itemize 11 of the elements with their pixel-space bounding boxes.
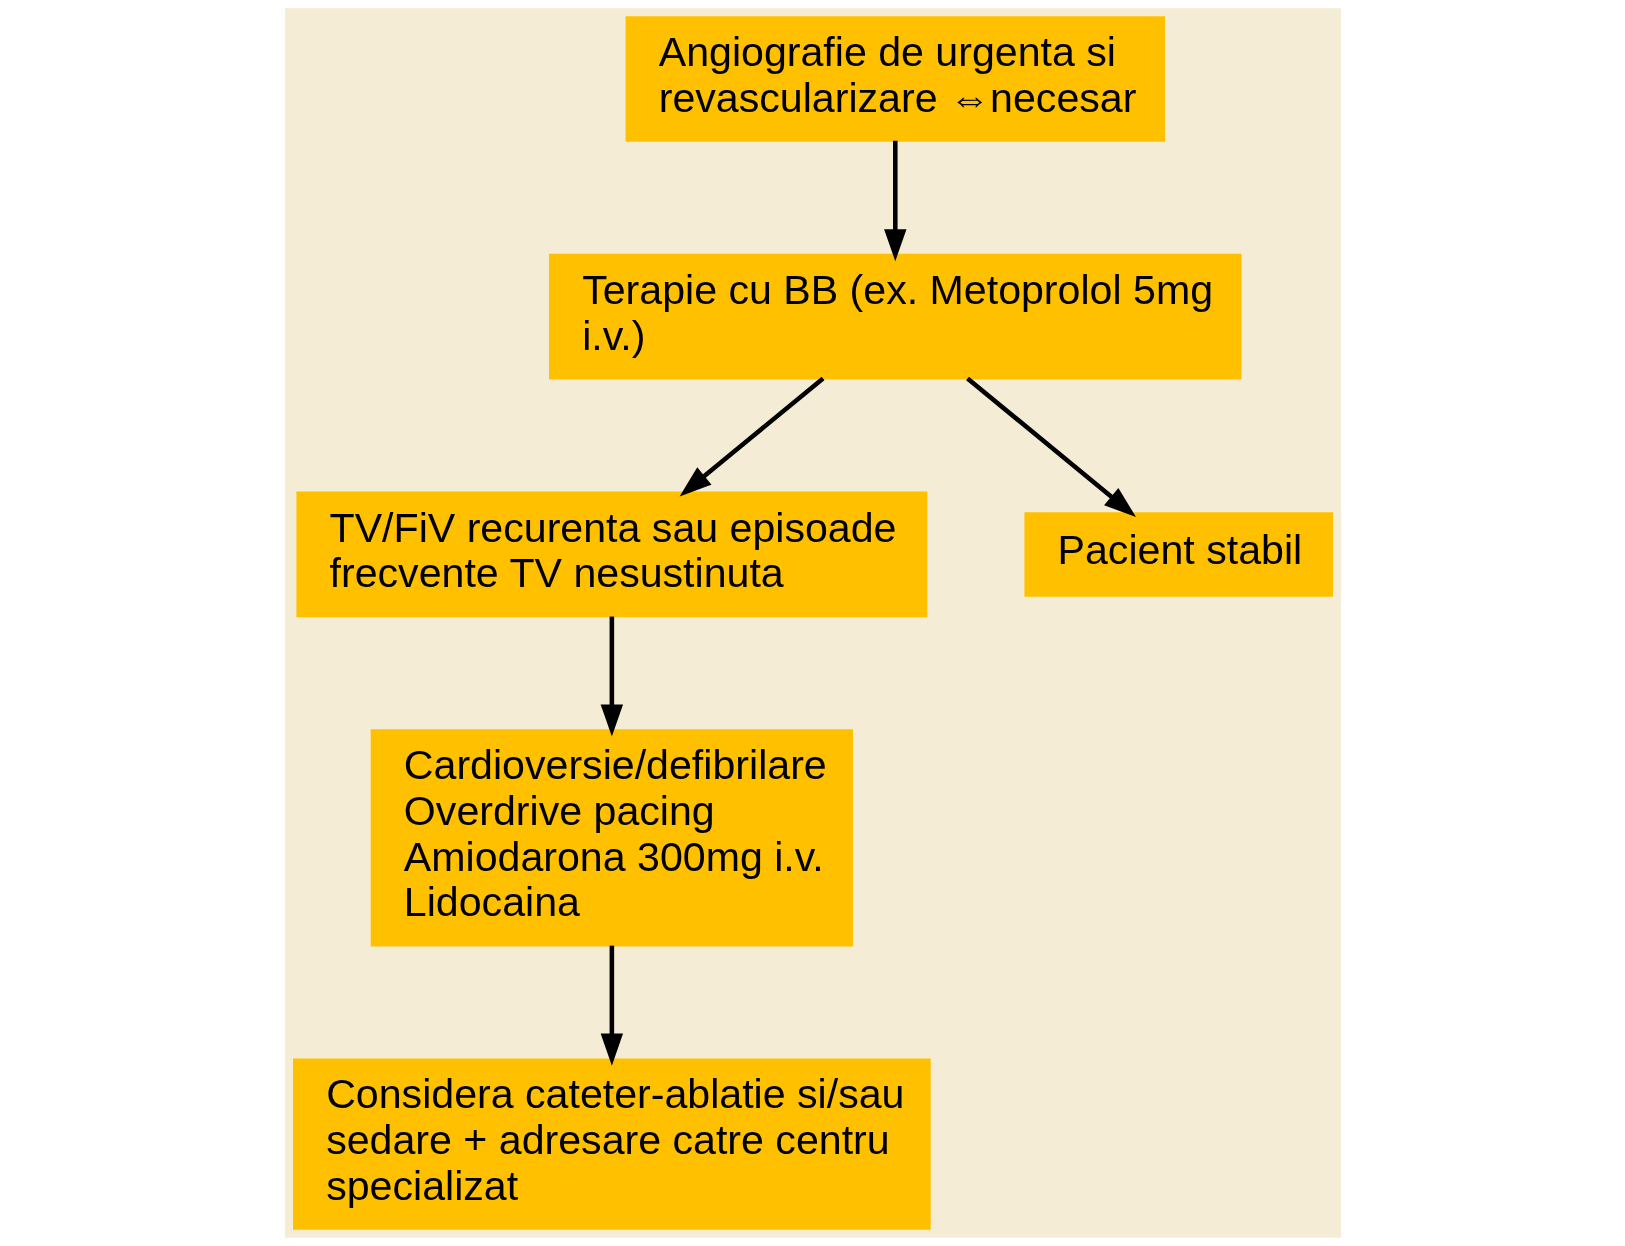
- node-box: Considera cateter-ablatie si/sau sedare + adresare catre centru specializat: [292, 1058, 931, 1230]
- node-box: Pacient stabil: [1023, 512, 1333, 597]
- arrow: [600, 945, 623, 1066]
- arrow: [679, 376, 824, 497]
- node-box: Angiografie de urgenta si revascularizare ⇔necesar: [625, 16, 1165, 142]
- arrow: [965, 376, 1136, 517]
- node-box: Terapie cu BB (ex. Metoprolol 5mg i.v.): [548, 253, 1242, 380]
- arrow: [600, 616, 623, 737]
- node-box: TV/FiV recurenta sau episoade frecvente TV nesustinuta: [295, 491, 927, 618]
- arrow: [883, 140, 906, 262]
- node-box: Cardioversie/defibrilare Overdrive pacing Amiodarona 300mg i.v. Lidocaina: [370, 729, 853, 947]
